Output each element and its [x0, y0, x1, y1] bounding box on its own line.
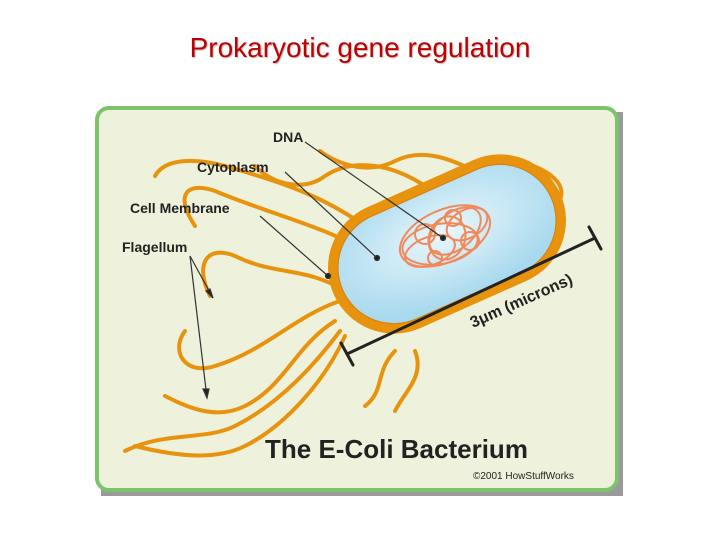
slide-title: Prokaryotic gene regulation	[189, 32, 531, 63]
scale-bar	[339, 225, 603, 367]
flagellum-strand	[201, 250, 347, 298]
flagellum-strand	[177, 299, 342, 371]
label-cell-membrane: Cell Membrane	[130, 200, 230, 216]
flagellum-strand	[153, 158, 387, 243]
flagellum-strand	[318, 149, 487, 178]
copyright-notice: ©2001 HowStuffWorks	[473, 471, 574, 482]
diagram-caption: The E-Coli Bacterium	[265, 434, 528, 464]
label-flagellum: Flagellum	[122, 239, 187, 255]
flagellum-strand	[393, 349, 420, 413]
flagellum-strand	[133, 334, 347, 458]
ecoli-diagram: DNA Cytoplasm Cell Membrane Flagellum 3μ…	[95, 106, 625, 498]
flagellum-strand	[253, 163, 427, 188]
dna-coil	[398, 204, 492, 268]
flagella	[123, 149, 564, 458]
flagellum-strand	[182, 185, 377, 258]
label-cytoplasm: Cytoplasm	[197, 159, 269, 175]
leader-lines	[189, 141, 447, 400]
label-dna: DNA	[273, 129, 303, 145]
flagellum-strand	[123, 329, 342, 453]
flagellum-strand	[163, 319, 337, 415]
flagellum-strand	[363, 349, 397, 408]
